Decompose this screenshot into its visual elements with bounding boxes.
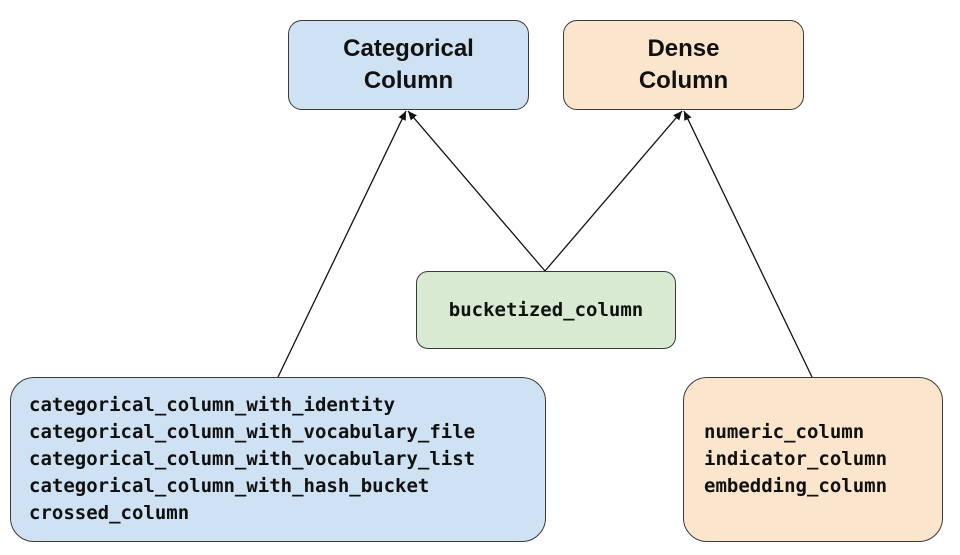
dense-column-node: Dense Column bbox=[563, 20, 804, 110]
list-item: embedding_column bbox=[704, 475, 888, 497]
categorical-column-title-line1: Categorical bbox=[343, 35, 474, 62]
list-item: categorical_column_with_vocabulary_file bbox=[29, 421, 476, 443]
list-item: numeric_column bbox=[704, 421, 865, 443]
arrow-dense-list-to-dense bbox=[683, 110, 813, 378]
arrow-categorical-list-to-categorical bbox=[277, 110, 407, 378]
categorical-column-node: Categorical Column bbox=[288, 20, 529, 110]
arrow-bucketized-to-dense bbox=[544, 110, 683, 272]
arrow-bucketized-to-categorical bbox=[407, 110, 546, 272]
dense-column-title-line2: Column bbox=[638, 67, 729, 94]
bucketized-column-node: bucketized_column bbox=[416, 271, 676, 349]
list-item: indicator_column bbox=[704, 448, 888, 470]
categorical-column-list-node: categorical_column_with_identity categor… bbox=[10, 377, 546, 542]
list-item: categorical_column_with_vocabulary_list bbox=[29, 448, 476, 470]
list-item: crossed_column bbox=[29, 502, 190, 524]
list-item: categorical_column_with_identity bbox=[29, 394, 396, 416]
dense-column-title-line1: Dense bbox=[647, 35, 720, 62]
categorical-column-title-line2: Column bbox=[363, 67, 454, 94]
bucketized-column-label: bucketized_column bbox=[448, 299, 644, 321]
dense-column-list-node: numeric_column indicator_column embeddin… bbox=[683, 377, 943, 542]
list-item: categorical_column_with_hash_bucket bbox=[29, 475, 430, 497]
